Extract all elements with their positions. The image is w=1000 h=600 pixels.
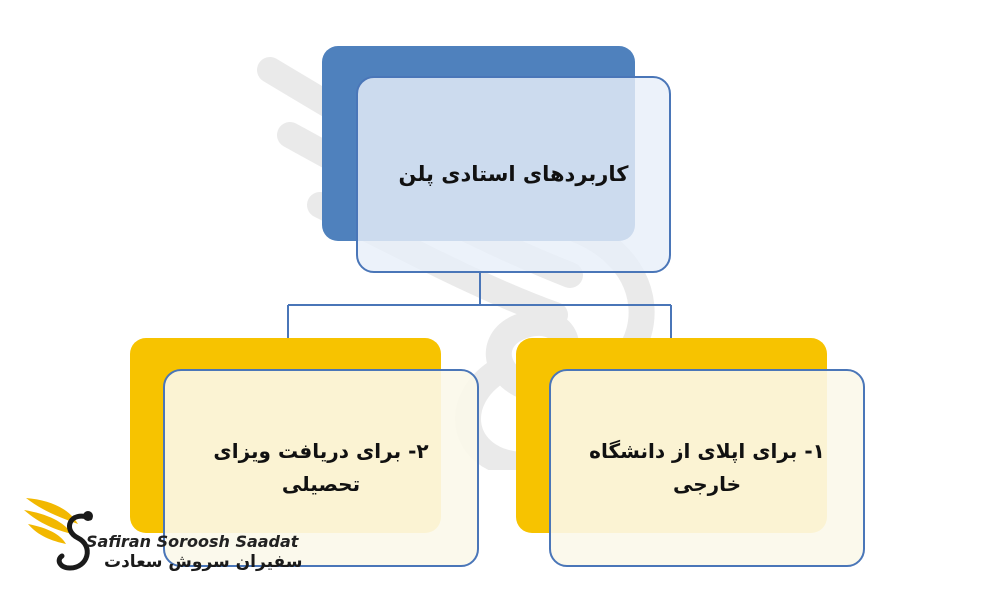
child-node-2-label: ۲- برای دریافت ویزای تحصیلی — [213, 439, 429, 496]
logo-latin-name: Safiran Soroosh Saadat — [86, 532, 299, 551]
winged-s-logo-icon — [24, 498, 93, 571]
child-node-2: ۲- برای دریافت ویزای تحصیلی — [163, 369, 479, 567]
company-logo: Safiran Soroosh Saadat سفیران سروش سعادت — [22, 490, 302, 582]
child-node-1: ۱- برای اپلای از دانشگاه خارجی — [549, 369, 865, 567]
logo-persian-name: سفیران سروش سعادت — [104, 552, 303, 572]
root-node: کاربردهای استادی پلن — [356, 76, 671, 273]
child-node-1-label: ۱- برای اپلای از دانشگاه خارجی — [589, 439, 825, 496]
root-node-label: کاربردهای استادی پلن — [398, 162, 629, 187]
